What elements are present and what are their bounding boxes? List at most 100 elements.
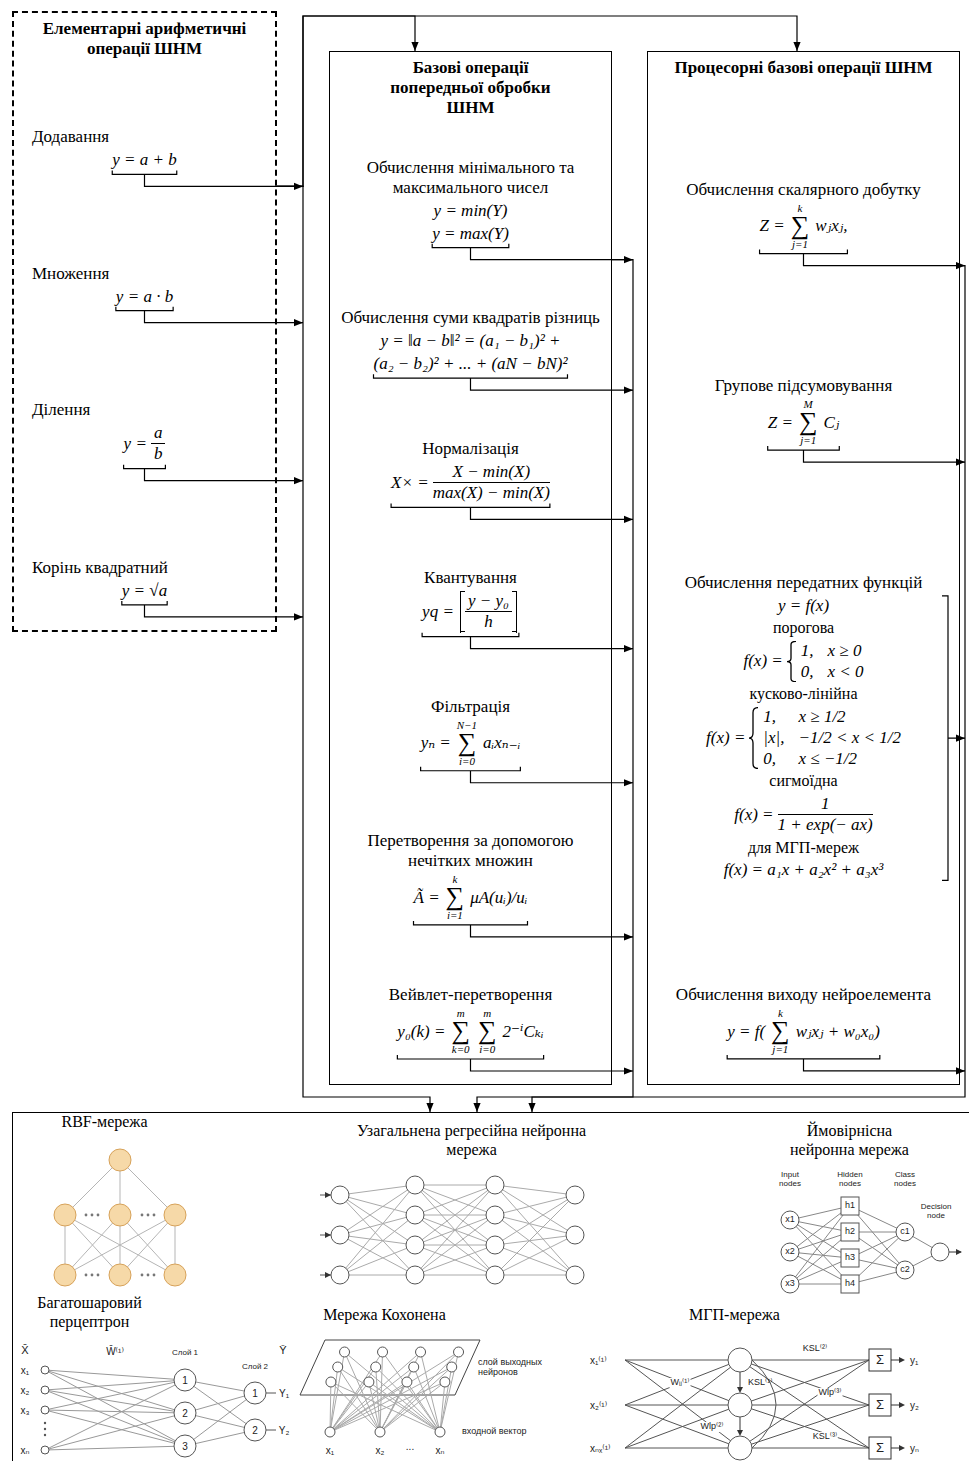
label-row: Множення xyxy=(24,264,265,284)
case-value: |x|, xyxy=(763,728,784,748)
formula-text: yₙ = xyxy=(421,733,451,753)
piecewise: 1,x ≥ 00,x < 0 xyxy=(787,641,864,682)
formula-row: Z =k∑j=1wⱼxⱼ, xyxy=(658,203,949,250)
sum-limit: k xyxy=(798,203,803,214)
formula-text: f(x) = xyxy=(706,728,745,748)
figure-stroke xyxy=(330,1352,459,1432)
op-label: Обчислення суми квадратів різниць xyxy=(341,308,600,327)
figure-stroke xyxy=(340,1185,415,1195)
neuron-shape xyxy=(153,1214,156,1217)
figure-stroke xyxy=(407,1382,440,1432)
figure-label: 3 xyxy=(182,1441,188,1452)
neuron-shape xyxy=(409,1362,419,1372)
formula: y = f(x) xyxy=(778,596,829,616)
output-bracket xyxy=(116,307,303,323)
figure-label: x₂⁽¹⁾ xyxy=(590,1400,607,1411)
figure-stroke xyxy=(45,1390,185,1413)
formula-text: aᵢxₙ₋ᵢ xyxy=(483,733,520,753)
figure-label: слой выходных нейронов xyxy=(478,1358,558,1378)
figure-stroke xyxy=(625,1405,740,1406)
figure-label: y₁ xyxy=(910,1355,918,1366)
sum-sign: k∑j=1 xyxy=(771,1008,790,1055)
op-label: Множення xyxy=(32,264,109,283)
connector xyxy=(477,260,633,1112)
formula-text: y = √a xyxy=(122,581,167,601)
figure-label: c2 xyxy=(900,1265,910,1275)
figure-label: входной вектор xyxy=(462,1427,527,1437)
figure-stroke xyxy=(340,1185,415,1275)
label-row: Вейвлет-перетворення xyxy=(340,985,601,1005)
op-section: Елементарні арифметичні операції ШНМ xyxy=(24,19,265,59)
sum-sign: m∑k=0 xyxy=(451,1008,470,1055)
figure-label: Wlp⁽²⁾ xyxy=(700,1422,725,1432)
op-label: Фільтрація xyxy=(431,697,510,716)
formula-row: Ã =k∑i=1μA(uᵢ)/uᵢ xyxy=(340,874,601,921)
figure-stroke xyxy=(330,1367,452,1432)
figure-stroke xyxy=(740,1405,869,1448)
formula-text: y₀(k) = xyxy=(397,1022,445,1042)
figure-label: Wᵢⱼ⁽¹⁾ xyxy=(670,1378,691,1388)
figure-stroke xyxy=(495,1185,575,1195)
output-bracket xyxy=(421,767,633,783)
op-label: Вейвлет-перетворення xyxy=(389,985,553,1004)
neuron-shape xyxy=(364,1377,374,1387)
formula: y₀(k) =m∑k=0m∑i=02⁻ⁱCₖᵢ xyxy=(397,1008,543,1055)
figure-stroke xyxy=(625,1360,740,1361)
figure-stroke xyxy=(495,1195,575,1215)
figure-stroke xyxy=(266,1393,276,1394)
sum-box xyxy=(869,1394,891,1416)
figure-stroke xyxy=(740,1360,869,1448)
figure-label: xₙₓ⁽¹⁾ xyxy=(590,1443,611,1454)
case-condition: x ≤ −1/2 xyxy=(799,749,901,769)
case-value: 1, xyxy=(801,641,814,661)
neuron-shape xyxy=(141,1214,144,1217)
figure-label: 1 xyxy=(252,1388,258,1399)
formula: yq =y − y₀h xyxy=(422,591,519,633)
sum-sign: M∑j=1 xyxy=(799,399,818,446)
neuron-shape xyxy=(781,1275,799,1293)
sum-limit: j=1 xyxy=(800,435,816,446)
numerator: y − y₀ xyxy=(465,591,512,612)
formula-text: μA(uᵢ)/uᵢ xyxy=(470,888,527,908)
label-row: сигмоїдна xyxy=(658,772,949,791)
figure-stroke xyxy=(45,1380,185,1450)
figure-stroke xyxy=(369,1382,440,1432)
figure-stroke xyxy=(495,1215,575,1275)
case-value: 1, xyxy=(763,707,784,727)
figure-stroke xyxy=(495,1275,575,1276)
formula-row: f(x) =1,x ≥ 00,x < 0 xyxy=(658,641,949,682)
neuron-shape xyxy=(896,1261,914,1279)
sum-sign: k∑j=1 xyxy=(791,203,810,250)
figure-stroke xyxy=(45,1410,185,1413)
neuron-shape xyxy=(44,1434,46,1436)
figure-label: Слой 2 xyxy=(242,1363,268,1372)
formula-text: y = a · b xyxy=(116,287,173,307)
neuron-shape xyxy=(454,1347,464,1357)
figure-stroke xyxy=(330,1352,345,1432)
op-section: Квантуванняyq =y − y₀h xyxy=(340,568,601,658)
formula-text: X× = xyxy=(391,473,429,493)
sum-limit: k=0 xyxy=(452,1044,470,1055)
formula-row: f(x) =11 + exp(− ax) xyxy=(658,794,949,836)
denominator: max(X) − min(X) xyxy=(433,483,550,503)
formula-row: y =ab xyxy=(24,423,265,465)
figure-stroke xyxy=(740,1360,869,1361)
figure-stroke xyxy=(45,1370,185,1380)
output-bracket xyxy=(422,633,633,649)
figure-label: x₃ xyxy=(20,1405,29,1416)
figure-stroke xyxy=(340,1195,415,1275)
op-section: Процесорні базові операції ШНМ xyxy=(658,58,949,78)
figure-stroke xyxy=(376,1367,440,1432)
formula-text: y = f(x) xyxy=(778,596,829,616)
formula: y = max(Y) xyxy=(432,224,509,244)
figure-stroke xyxy=(45,1380,185,1410)
curly-brace xyxy=(787,641,797,682)
label-row: Групове підсумовування xyxy=(658,376,949,396)
formula: Ã =k∑i=1μA(uᵢ)/uᵢ xyxy=(414,874,528,921)
neuron-shape xyxy=(781,1243,799,1261)
formula-row: y = a + b xyxy=(24,150,265,170)
figure-label: c1 xyxy=(900,1227,910,1237)
sum-limit: k xyxy=(452,874,457,885)
formula-text: y = a + b xyxy=(112,150,177,170)
figure-stroke xyxy=(415,1185,495,1186)
